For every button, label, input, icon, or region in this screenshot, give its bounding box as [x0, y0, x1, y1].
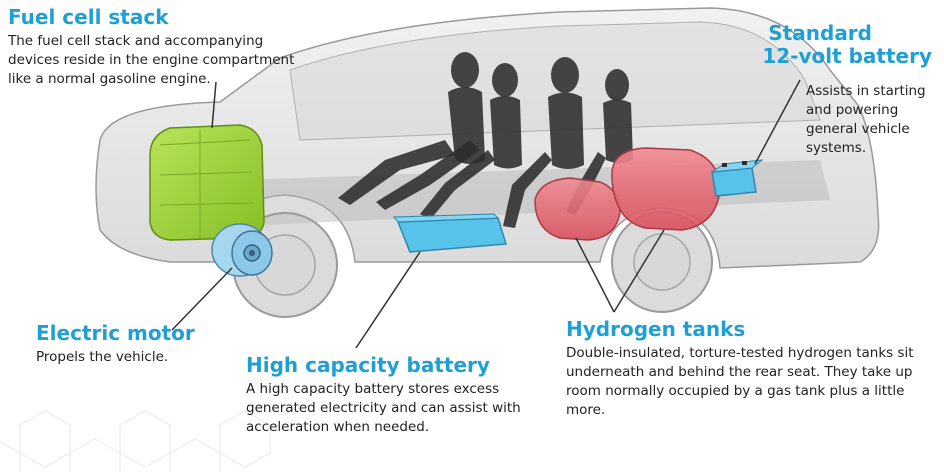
electric-motor-description: Propels the vehicle.: [36, 349, 169, 365]
hydrogen-tanks-description: Double-insulated, torture-tested hydroge…: [566, 345, 914, 418]
standard-battery-title-line1: Standard: [768, 21, 872, 45]
hydrogen-tanks-title: Hydrogen tanks: [566, 317, 746, 341]
leader-line-fuel-cell: [211, 81, 217, 129]
electric-motor-icon: [211, 223, 273, 277]
leader-line-12-volt-battery: [754, 79, 801, 165]
12-volt-battery-icon: [711, 159, 764, 197]
fuel-cell-stack-title: Fuel cell stack: [8, 5, 169, 29]
standard-battery-title-line2: 12-volt battery: [762, 44, 932, 68]
leader-line-high-capacity-battery: [355, 251, 421, 349]
electric-motor-title: Electric motor: [36, 321, 195, 345]
fuel-cell-stack-description: The fuel cell stack and accompanying dev…: [8, 33, 295, 87]
leader-line-hydrogen-tank-rear: [613, 229, 665, 313]
fuel-cell-stack-icon: [149, 124, 265, 241]
leader-line-electric-motor: [171, 267, 233, 331]
high-capacity-battery-icon: [392, 213, 507, 253]
leader-line-hydrogen-tank-front: [575, 237, 615, 313]
standard-battery-description: Assists in starting and powering general…: [806, 83, 926, 156]
hydrogen-tank-icon: [534, 147, 721, 241]
high-capacity-battery-description: A high capacity battery stores excess ge…: [246, 381, 521, 435]
high-capacity-battery-title: High capacity battery: [246, 353, 490, 377]
leader-lines: [171, 79, 801, 349]
hexagon-pattern-icon: [0, 410, 271, 472]
